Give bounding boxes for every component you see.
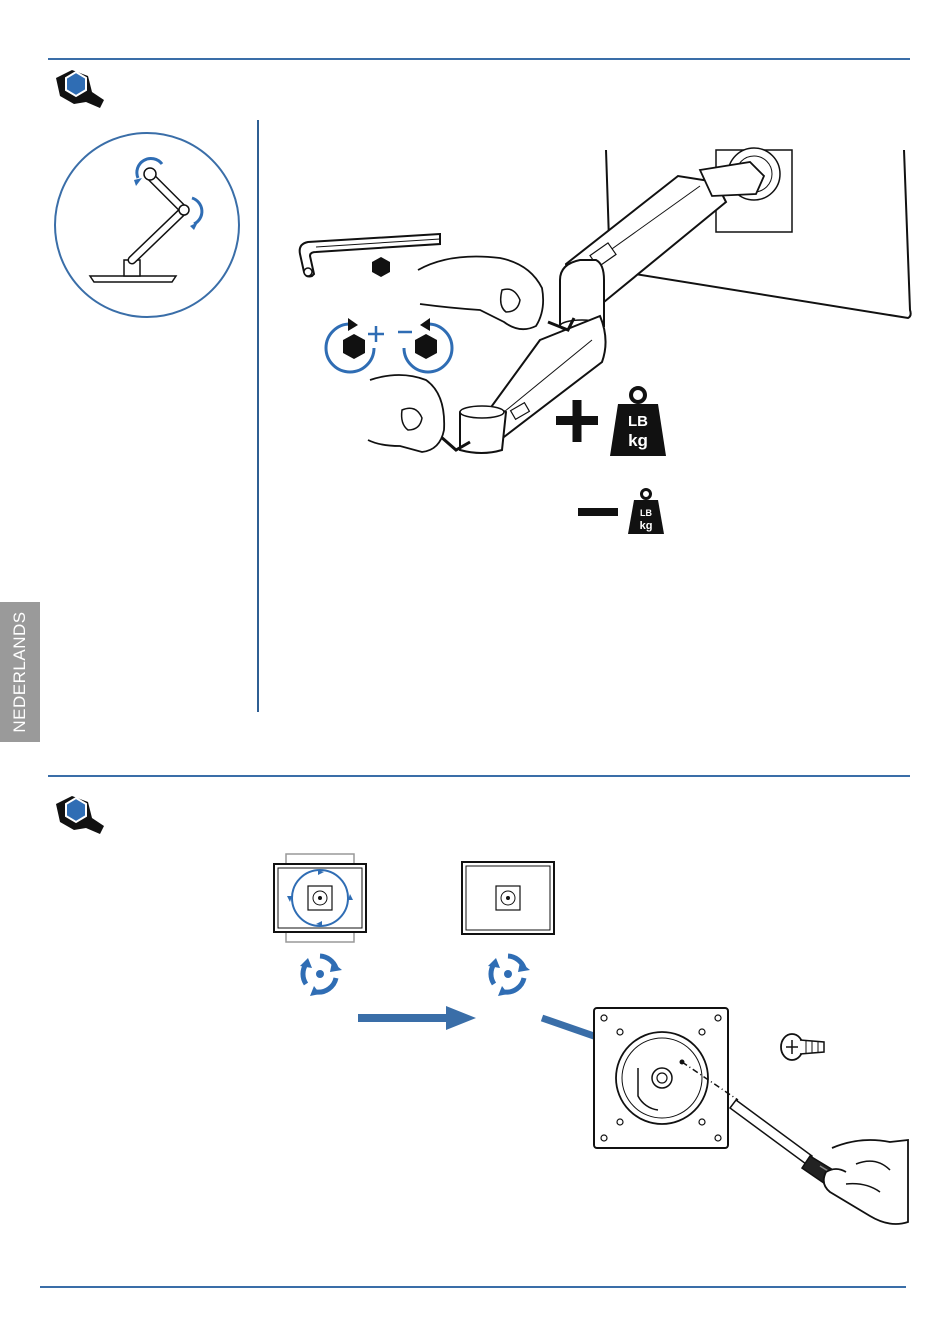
rotate-cycle-icon-2 xyxy=(486,952,530,996)
section-divider-bottom xyxy=(40,1286,906,1288)
tool-hand-icon-2 xyxy=(52,792,108,836)
weight-label-kg: kg xyxy=(628,431,648,450)
weight-plus-icon: LB kg xyxy=(556,386,668,458)
arrow-right-icon xyxy=(358,1004,478,1032)
screw-icon xyxy=(778,1030,826,1064)
section-divider-middle xyxy=(48,775,910,777)
column-divider xyxy=(257,120,259,712)
weight-label-kg-small: kg xyxy=(640,520,653,532)
section-divider-top xyxy=(48,58,910,60)
screwdriver-icon xyxy=(680,1060,910,1232)
weight-minus-icon: LB kg xyxy=(578,488,670,534)
arm-overview-circle xyxy=(52,130,242,320)
weight-label-lb: LB xyxy=(628,413,648,430)
weight-label-lb-small: LB xyxy=(640,508,652,518)
monitor-rotation-illustration xyxy=(272,852,368,944)
language-tab-label: NEDERLANDS xyxy=(10,611,30,732)
language-tab: NEDERLANDS xyxy=(0,602,40,742)
tool-hand-icon xyxy=(52,66,108,110)
monitor-locked-illustration xyxy=(460,860,556,936)
rotate-cycle-icon xyxy=(298,952,342,996)
